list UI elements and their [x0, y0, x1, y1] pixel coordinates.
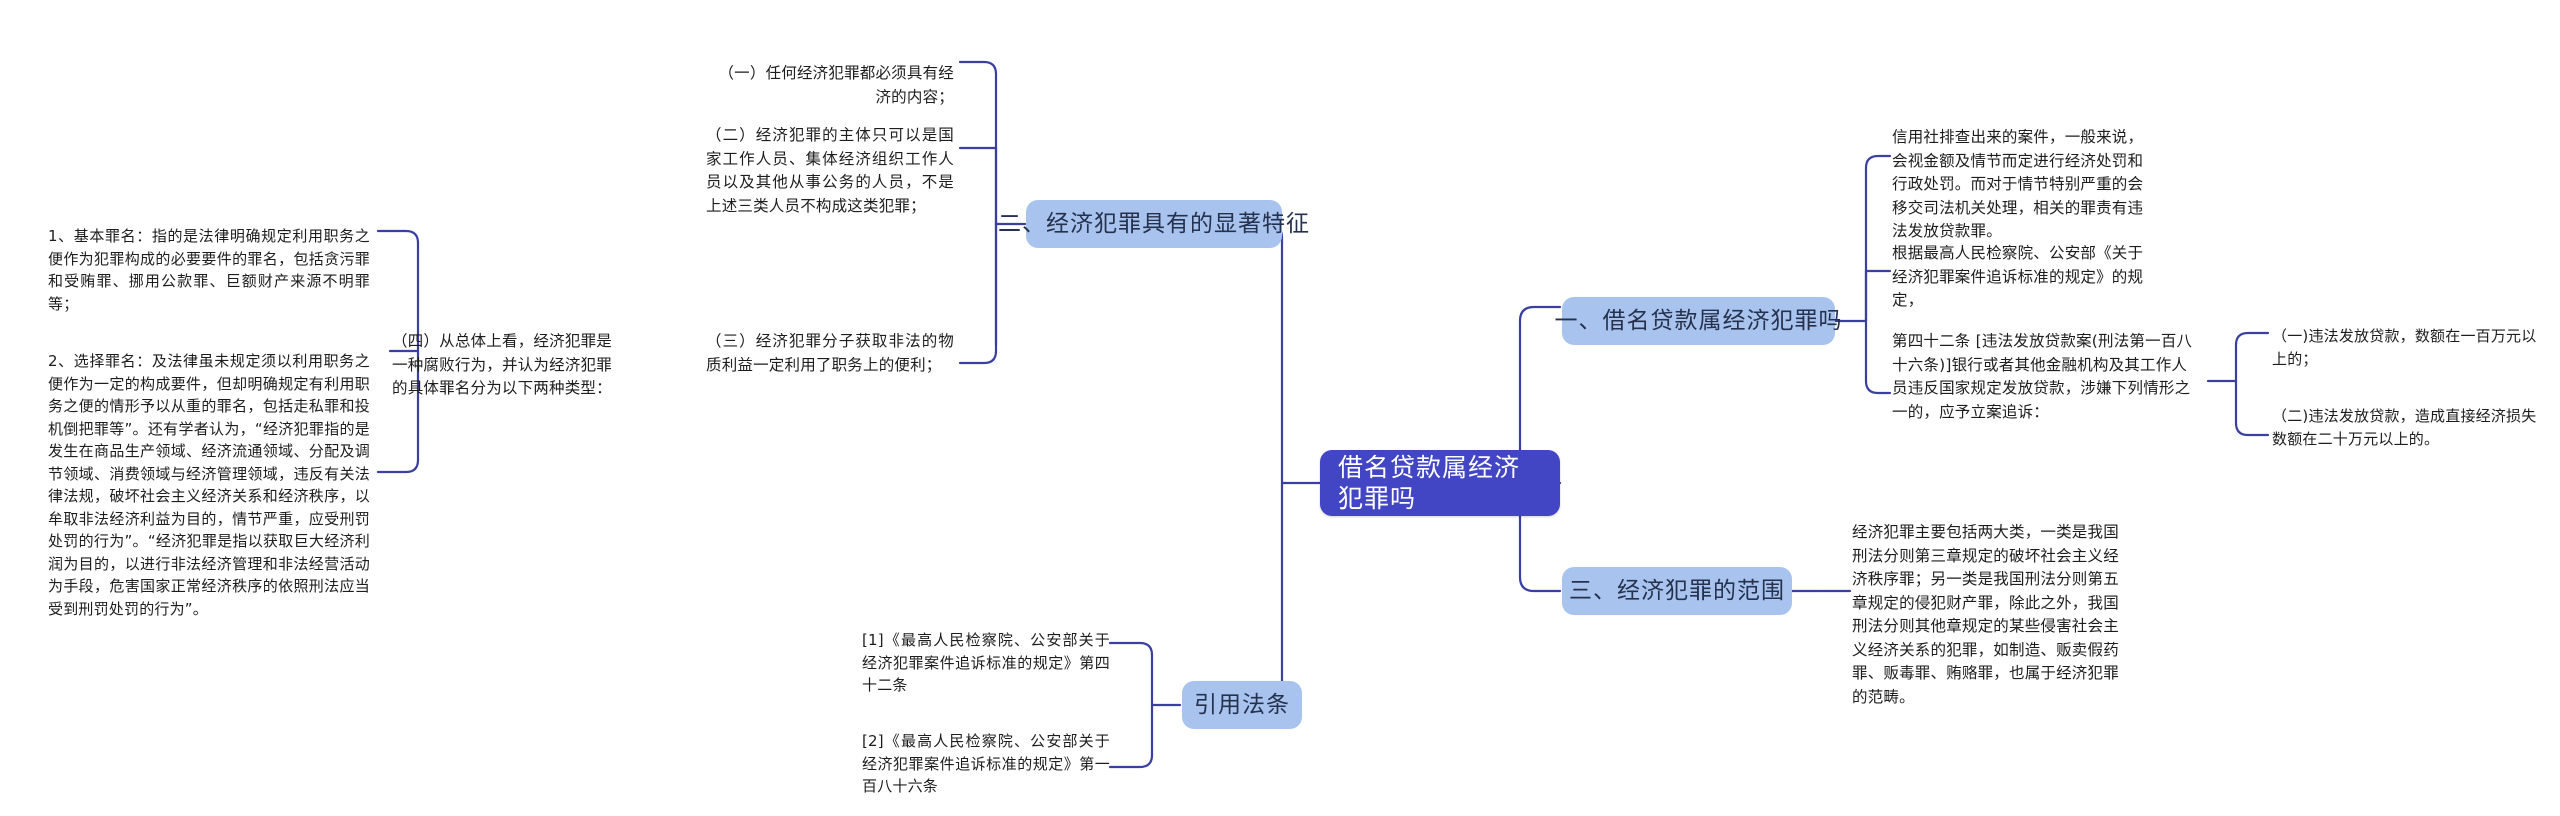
leaf-b1c2: 根据最高人民检察院、公安部《关于经济犯罪案件追诉标准的规定》的规定， — [1892, 242, 2144, 313]
leaf-b2c4b-text: 2、选择罪名：及法律虽未规定须以利用职务之便作为一定的构成要件，但却明确规定有利… — [48, 352, 370, 618]
leaf-b1c2-text: 根据最高人民检察院、公安部《关于经济犯罪案件追诉标准的规定》的规定， — [1892, 244, 2144, 310]
leaf-b1c3: 第四十二条 [违法发放贷款案(刑法第一百八十六条)]银行或者其他金融机构及其工作… — [1892, 330, 2202, 424]
leaf-b1c1-text: 信用社排查出来的案件，一般来说，会视金额及情节而定进行经济处罚和行政处罚。而对于… — [1892, 128, 2144, 241]
leaf-b2c4b: 2、选择罪名：及法律虽未规定须以利用职务之便作为一定的构成要件，但却明确规定有利… — [48, 350, 370, 620]
leaf-b4c1-text: [1]《最高人民检察院、公安部关于经济犯罪案件追诉标准的规定》第四十二条 — [862, 631, 1110, 694]
leaf-b2c1-text: （一）任何经济犯罪都必须具有经济的内容； — [718, 64, 954, 106]
leaf-b1c1: 信用社排查出来的案件，一般来说，会视金额及情节而定进行经济处罚和行政处罚。而对于… — [1892, 126, 2144, 244]
branch-node-4-label: 引用法条 — [1194, 691, 1290, 718]
leaf-b2c1: （一）任何经济犯罪都必须具有经济的内容； — [706, 62, 954, 109]
leaf-b1c3a: （一)违法发放贷款，数额在一百万元以上的； — [2272, 325, 2540, 370]
branch-node-1-label: 一、借名贷款属经济犯罪吗 — [1554, 307, 1843, 334]
leaf-b1c3b: （二)违法发放贷款，造成直接经济损失数额在二十万元以上的。 — [2272, 405, 2540, 450]
leaf-b4c2: [2]《最高人民检察院、公安部关于经济犯罪案件追诉标准的规定》第一百八十六条 — [862, 730, 1110, 798]
leaf-b4c1: [1]《最高人民检察院、公安部关于经济犯罪案件追诉标准的规定》第四十二条 — [862, 629, 1110, 697]
leaf-b1c3a-text: （一)违法发放贷款，数额在一百万元以上的； — [2272, 327, 2537, 368]
leaf-b2c3-text: （三）经济犯罪分子获取非法的物质利益一定利用了职务上的便利； — [706, 332, 954, 374]
leaf-b2c4a-text: 1、基本罪名：指的是法律明确规定利用职务之便作为犯罪构成的必要要件的罪名，包括贪… — [48, 227, 370, 313]
leaf-b1c3-text: 第四十二条 [违法发放贷款案(刑法第一百八十六条)]银行或者其他金融机构及其工作… — [1892, 332, 2193, 421]
branch-node-3-label: 三、经济犯罪的范围 — [1569, 577, 1785, 604]
leaf-b4c2-text: [2]《最高人民检察院、公安部关于经济犯罪案件追诉标准的规定》第一百八十六条 — [862, 732, 1110, 795]
branch-node-2-label: 二、经济犯罪具有的显著特征 — [998, 210, 1310, 237]
leaf-b2c2-text: （二）经济犯罪的主体只可以是国家工作人员、集体经济组织工作人员以及其他从事公务的… — [706, 126, 954, 215]
root-node[interactable]: 借名贷款属经济犯罪吗 — [1320, 450, 1560, 516]
branch-node-4[interactable]: 引用法条 — [1182, 681, 1302, 729]
root-node-label: 借名贷款属经济犯罪吗 — [1338, 452, 1521, 513]
leaf-b2c2: （二）经济犯罪的主体只可以是国家工作人员、集体经济组织工作人员以及其他从事公务的… — [706, 124, 954, 218]
leaf-b3c1: 经济犯罪主要包括两大类，一类是我国刑法分则第三章规定的破坏社会主义经济秩序罪；另… — [1852, 521, 2132, 709]
leaf-b2c3: （三）经济犯罪分子获取非法的物质利益一定利用了职务上的便利； — [706, 330, 954, 377]
branch-node-3[interactable]: 三、经济犯罪的范围 — [1562, 567, 1792, 615]
branch-node-1[interactable]: 一、借名贷款属经济犯罪吗 — [1555, 297, 1842, 345]
leaf-b2c4: （四）从总体上看，经济犯罪是一种腐败行为，并认为经济犯罪的具体罪名分为以下两种类… — [392, 330, 612, 401]
branch-node-2[interactable]: 二、经济犯罪具有的显著特征 — [998, 200, 1309, 248]
leaf-b2c4-text: （四）从总体上看，经济犯罪是一种腐败行为，并认为经济犯罪的具体罪名分为以下两种类… — [392, 332, 612, 398]
leaf-b1c3b-text: （二)违法发放贷款，造成直接经济损失数额在二十万元以上的。 — [2272, 407, 2537, 448]
leaf-b2c4a: 1、基本罪名：指的是法律明确规定利用职务之便作为犯罪构成的必要要件的罪名，包括贪… — [48, 225, 370, 315]
leaf-b3c1-text: 经济犯罪主要包括两大类，一类是我国刑法分则第三章规定的破坏社会主义经济秩序罪；另… — [1852, 523, 2119, 706]
